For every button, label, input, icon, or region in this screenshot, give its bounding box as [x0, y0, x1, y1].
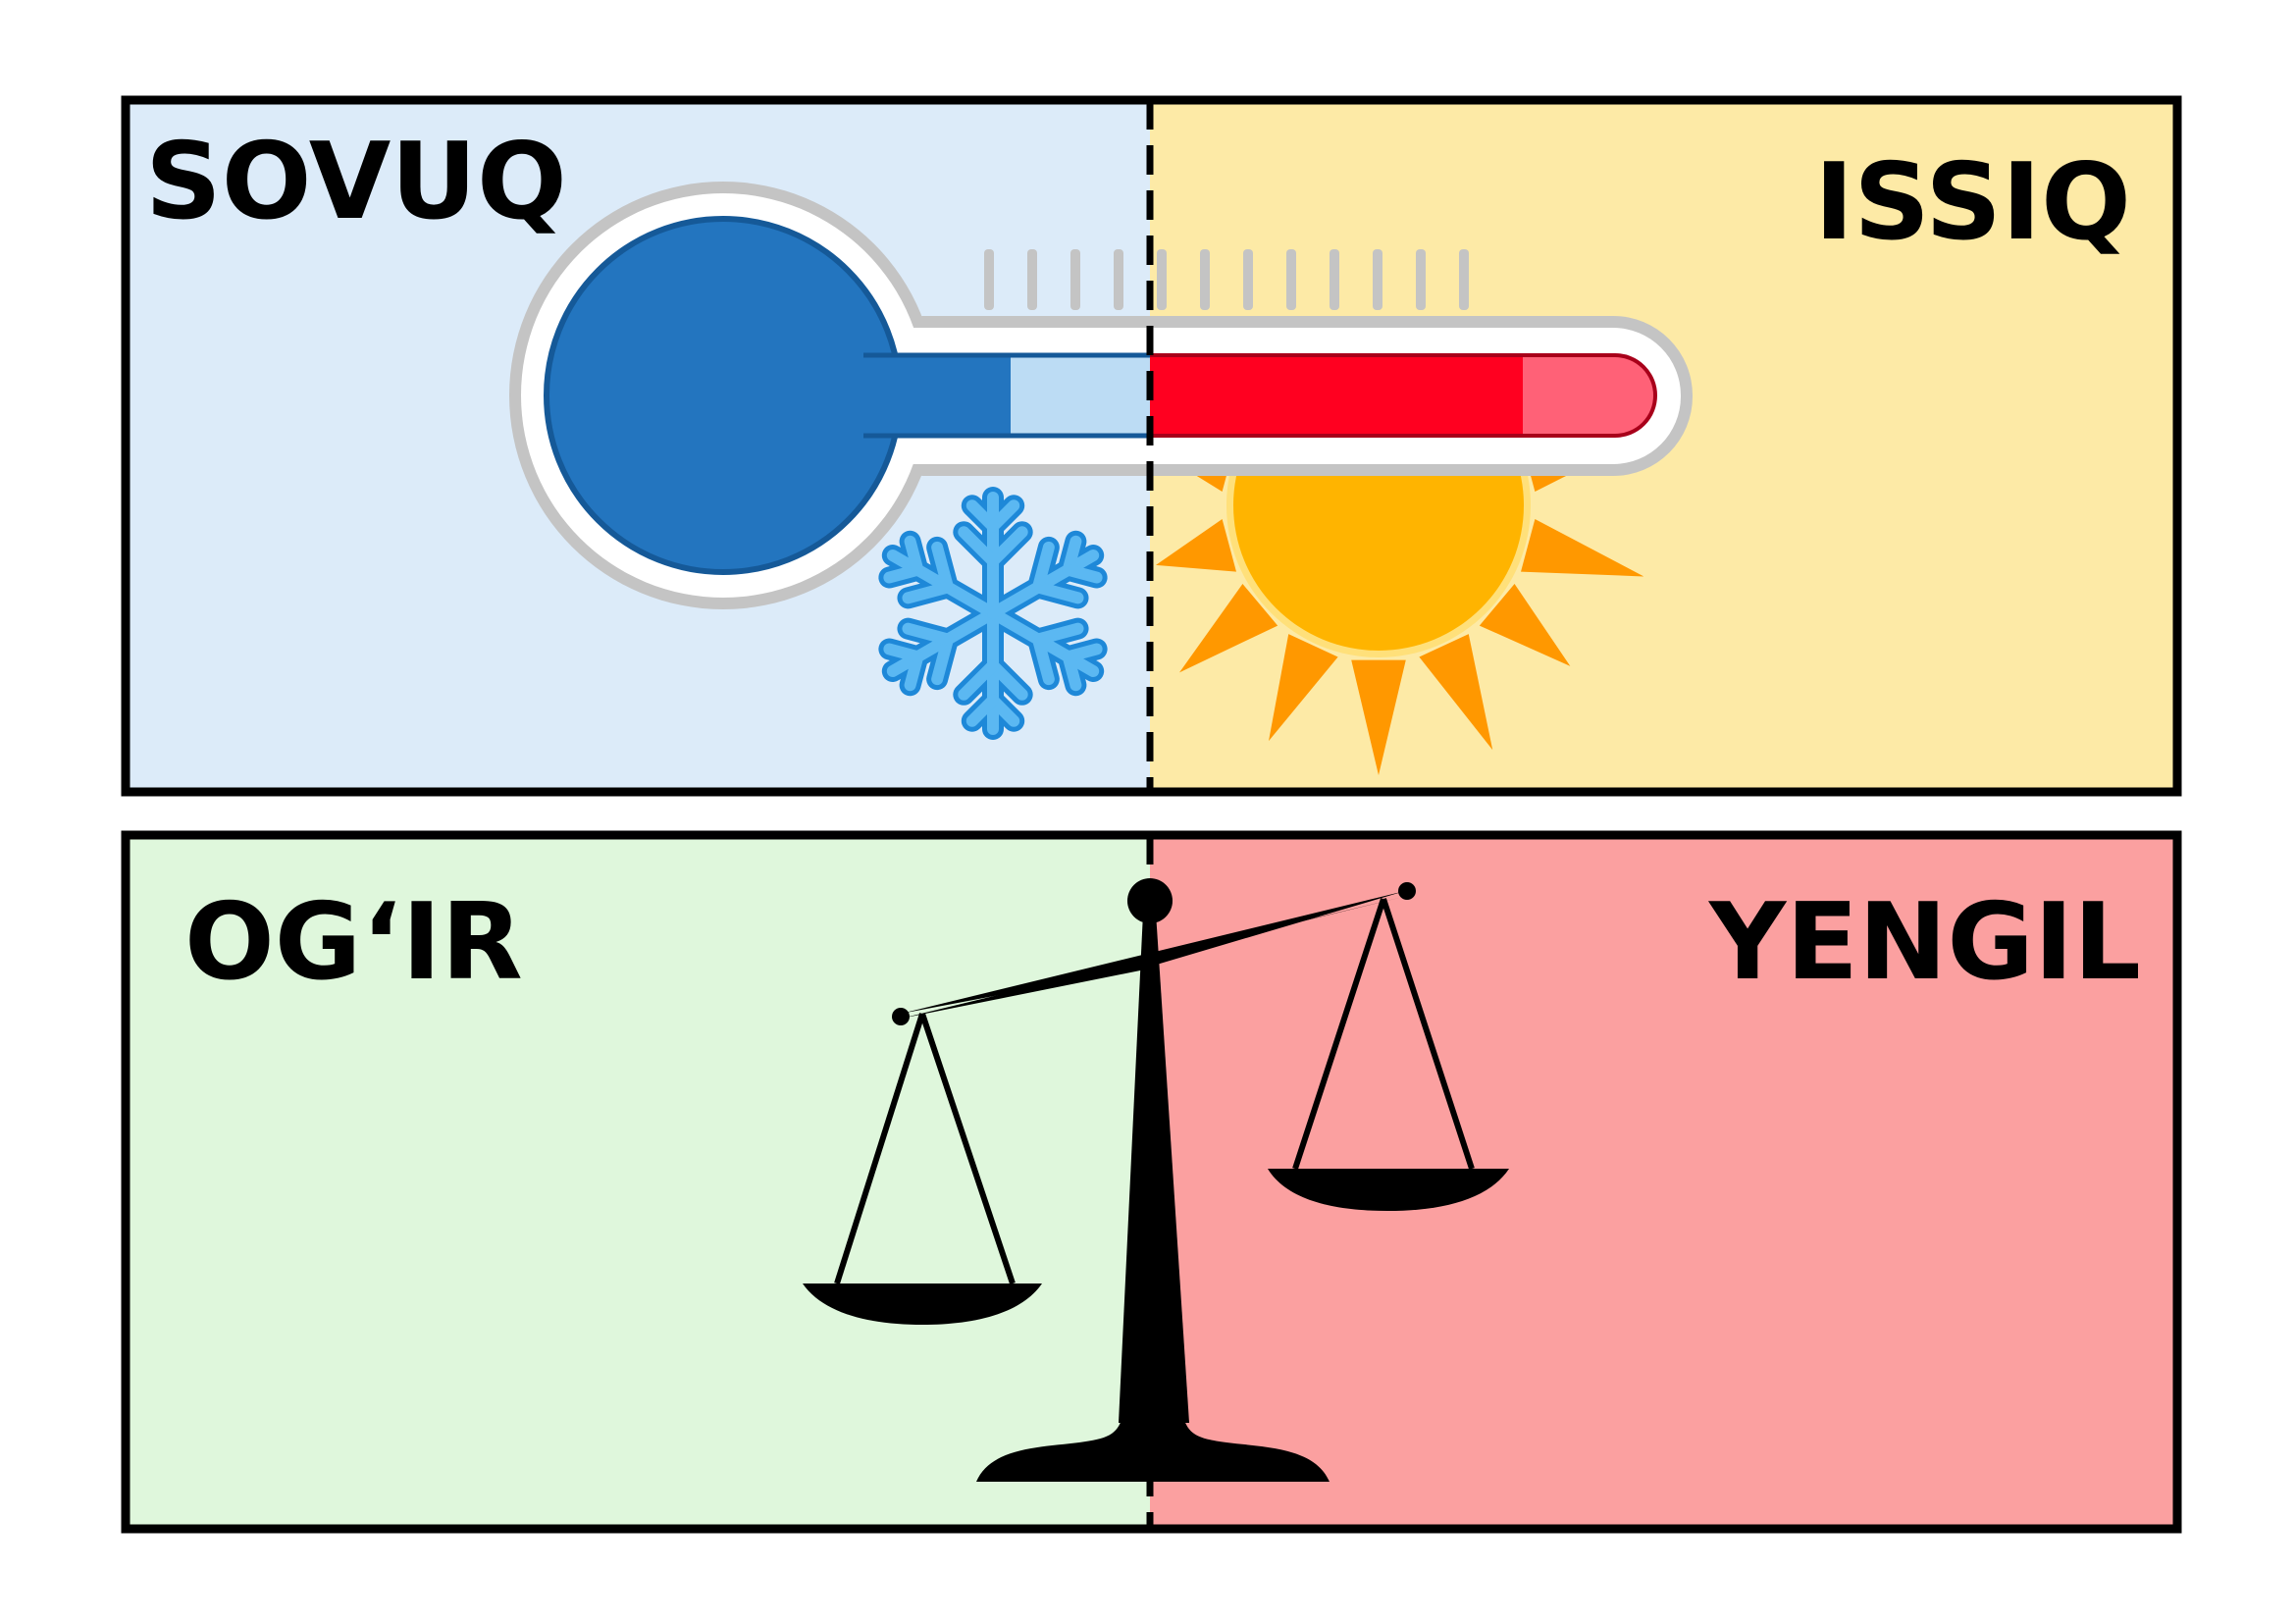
- hot-level: [1150, 355, 1523, 436]
- hot-label: ISSIQ: [1814, 141, 2131, 264]
- sun-ray: [1351, 659, 1406, 775]
- thermometer-scale-ticks: [984, 249, 1469, 310]
- heavy-label: OG‘IR: [184, 881, 523, 1004]
- light-label: YENGIL: [1707, 881, 2141, 1004]
- cold-level-light: [1011, 355, 1150, 436]
- hot-level-light: [1523, 355, 1655, 436]
- sun-ray: [1269, 634, 1338, 742]
- cold-label: SOVUQ: [145, 121, 567, 243]
- heavy-light-panel: OG‘IR YENGIL: [121, 830, 2182, 1534]
- cold-hot-panel: SOVUQ ISSIQ: [121, 95, 2182, 797]
- snowflake-icon: [878, 487, 1108, 740]
- thermometer-bulb: [544, 216, 903, 575]
- sun-ray: [1178, 584, 1278, 673]
- sun-ray: [1521, 518, 1644, 577]
- thermometer-icon: [509, 182, 1693, 609]
- light-pan: [1268, 898, 1509, 1211]
- heavy-pan: [803, 1013, 1042, 1325]
- sun-ray: [1156, 518, 1236, 572]
- sun-ray: [1419, 634, 1493, 751]
- sun-ray: [1479, 584, 1571, 666]
- bottom-panel-border: [121, 830, 2182, 1534]
- top-panel-border: [121, 95, 2182, 797]
